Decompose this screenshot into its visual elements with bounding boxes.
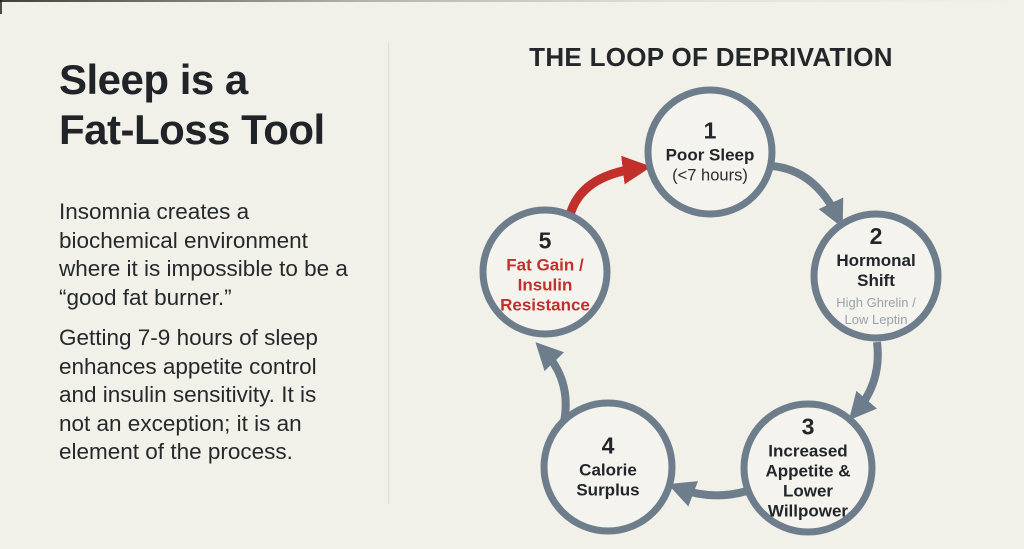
node-5-circle [479, 206, 611, 338]
loop-node-poor-sleep: 1 Poor Sleep (<7 hours) [644, 118, 776, 185]
benefit-paragraph: Getting 7-9 hours of sleep enhances appe… [59, 325, 318, 465]
arrow-3-to-4 [667, 481, 749, 507]
node-3-number: 3 [801, 413, 815, 440]
node-4-number: 4 [601, 432, 615, 459]
node-2-number: 2 [869, 223, 883, 250]
loop-node-increased-appetite: 3 Increased Appetite & Lower Willpower [742, 413, 874, 521]
arrow-5-to-1-relapse [565, 155, 652, 217]
node-1-circle [644, 86, 776, 218]
node-4-label: Calorie Surplus [576, 460, 640, 500]
arrow-2-to-3 [848, 341, 882, 421]
node-3-label: Increased Appetite & Lower Willpower [765, 441, 851, 521]
diagram-title: THE LOOP OF DEPRIVATION [529, 42, 893, 72]
top-edge-shadow [0, 0, 1024, 2]
node-5-number: 5 [538, 227, 552, 254]
node-3-circle [740, 400, 876, 536]
arrow-1-to-2 [771, 162, 844, 228]
arrow-4-to-5 [535, 342, 570, 423]
loop-node-hormonal-shift: 2 Hormonal Shift High Ghrelin / Low Lept… [810, 223, 942, 328]
node-1-sublabel: (<7 hours) [672, 166, 748, 185]
node-5-label: Fat Gain / Insulin Resistance [500, 255, 590, 315]
loop-node-calorie-surplus: 4 Calorie Surplus [542, 433, 674, 500]
corner-edge-shadow [0, 0, 2, 14]
vertical-divider [388, 42, 389, 504]
node-4-circle [540, 399, 676, 535]
node-1-number: 1 [703, 117, 717, 144]
page-title: Sleep is a Fat-Loss Tool [59, 56, 325, 153]
intro-paragraph: Insomnia creates a biochemical environme… [59, 199, 348, 310]
node-1-label: Poor Sleep [665, 145, 755, 165]
node-2-circle [810, 210, 942, 342]
node-2-sublabel: High Ghrelin / Low Leptin [836, 295, 916, 327]
loop-node-fat-gain: 5 Fat Gain / Insulin Resistance [479, 227, 611, 315]
node-2-label: Hormonal Shift [836, 251, 916, 291]
